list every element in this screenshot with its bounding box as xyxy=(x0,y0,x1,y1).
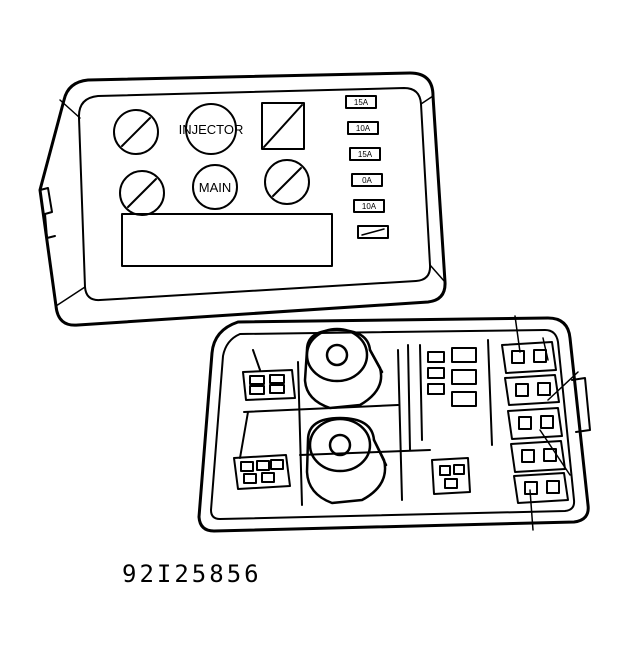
fuse-box-cover: INJECTOR MAIN 15A 10A 15A 0A 10A xyxy=(38,71,447,327)
fuse-box-base xyxy=(197,315,591,533)
fuse-rating-label: 0A xyxy=(362,176,372,185)
fuse-tag xyxy=(347,121,379,135)
base-outline xyxy=(197,316,590,533)
leader-lines xyxy=(514,315,579,531)
connector-block-bottom-middle xyxy=(431,457,471,495)
cover-label-window xyxy=(121,213,333,267)
cylinder-relay-lower xyxy=(305,416,388,505)
figure-id: 92I25856 xyxy=(122,560,262,588)
main-relay-circle: MAIN xyxy=(192,164,238,210)
fuse-tag xyxy=(351,173,383,187)
fuse-slot-column xyxy=(501,341,569,504)
fuse-rating-label: 15A xyxy=(358,150,373,159)
fuse-tag xyxy=(349,147,381,161)
fuse-rating-label: 10A xyxy=(362,202,377,211)
injector-relay-circle: INJECTOR xyxy=(179,103,244,155)
fuse-rating-column: 15A 10A 15A 0A 10A xyxy=(345,95,389,239)
connector-block-upper-left xyxy=(242,349,296,401)
base-partitions xyxy=(239,344,431,506)
relay-circle-bottom-right xyxy=(264,159,310,205)
injector-label: INJECTOR xyxy=(179,122,244,137)
spare-fuse-slash xyxy=(361,228,385,236)
base-inner-rim xyxy=(210,329,576,520)
fuse-rating-label: 10A xyxy=(356,124,371,133)
relay-circle-top-left xyxy=(113,109,159,155)
cover-side-latch xyxy=(39,187,56,239)
cover-top-face xyxy=(77,87,432,302)
cover-outline xyxy=(38,71,447,327)
main-label: MAIN xyxy=(199,180,232,195)
connector-block-middle xyxy=(419,339,493,446)
fuse-tag xyxy=(353,199,385,213)
spare-fuse-tag xyxy=(357,225,389,239)
relay-circle-bottom-left xyxy=(119,170,165,216)
fuse-rating-label: 15A xyxy=(354,98,369,107)
fuse-tag xyxy=(345,95,377,109)
square-relay-slot xyxy=(261,102,305,150)
cylinder-relay-upper xyxy=(303,327,384,410)
base-side-clip xyxy=(571,377,591,433)
connector-block-lower-left xyxy=(233,454,291,490)
